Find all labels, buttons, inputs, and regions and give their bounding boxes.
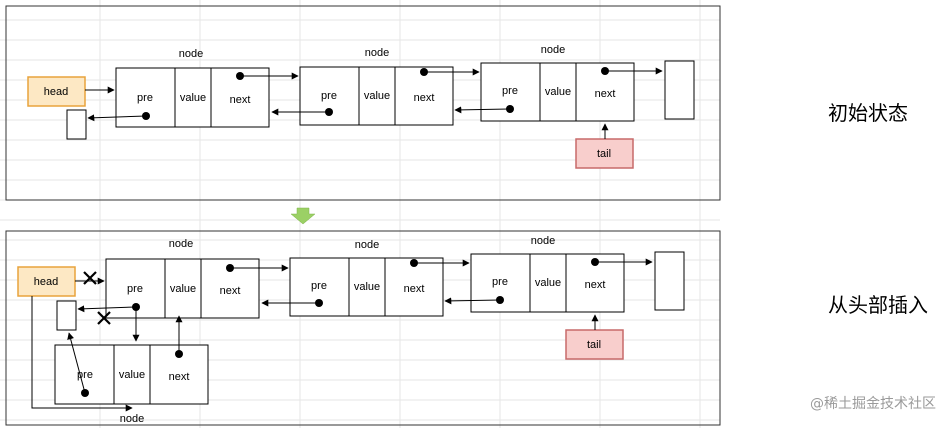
pre-arrow — [77, 305, 137, 313]
null-box-left — [66, 109, 87, 140]
next-field: next — [220, 285, 241, 297]
panel-initial-state: node node node pre value next pre value … — [5, 5, 721, 201]
watermark: @稀土掘金技术社区 — [810, 396, 936, 412]
down-arrow-icon — [290, 207, 316, 225]
tail-label: tail — [597, 148, 611, 160]
x-mark-icon — [83, 271, 97, 285]
value-field: value — [180, 92, 206, 104]
node-title: node — [355, 239, 379, 251]
list-node: pre value next — [470, 253, 625, 313]
caption-initial-state: 初始状态 — [828, 101, 908, 125]
next-field: next — [404, 283, 425, 295]
head-label: head — [34, 276, 58, 288]
next-field: next — [595, 88, 616, 100]
x-mark-icon — [97, 311, 111, 325]
next-field: next — [585, 279, 606, 291]
node-title: node — [531, 235, 555, 247]
node-title: node — [120, 413, 144, 425]
value-field: value — [535, 277, 561, 289]
node-title: node — [179, 48, 203, 60]
pre-field: pre — [311, 280, 327, 292]
pre-field: pre — [502, 85, 518, 97]
null-box-right — [664, 60, 695, 120]
new-pre-arrow — [67, 332, 86, 394]
next-field: next — [414, 92, 435, 104]
list-node: pre value next — [299, 66, 454, 126]
pre-field: pre — [137, 92, 153, 104]
node-title: node — [365, 47, 389, 59]
list-node: pre value next — [289, 257, 444, 317]
panel-head-insert: node node node pre value next pre value … — [5, 230, 721, 426]
list-node: pre value next — [480, 62, 635, 122]
list-node: pre value next — [115, 67, 270, 128]
null-box-left — [56, 300, 77, 331]
node-title: node — [169, 238, 193, 250]
pre-arrow — [454, 106, 511, 114]
pre-arrow — [444, 297, 501, 305]
value-field: value — [354, 281, 380, 293]
new-head-arrow — [31, 296, 133, 412]
pre-field: pre — [127, 283, 143, 295]
value-field: value — [119, 369, 145, 381]
tail-pointer-box — [575, 138, 634, 169]
next-field: next — [230, 94, 251, 106]
head-pointer-box — [27, 76, 86, 107]
value-field: value — [170, 283, 196, 295]
tail-label: tail — [587, 339, 601, 351]
next-field: next — [169, 371, 190, 383]
panel-frame — [5, 5, 721, 201]
head-label: head — [44, 86, 68, 98]
pre-field: pre — [321, 90, 337, 102]
panel-frame — [5, 230, 721, 426]
node-title: node — [541, 44, 565, 56]
value-field: value — [545, 86, 571, 98]
pre-arrow — [87, 114, 147, 122]
pre-field: pre — [492, 276, 508, 288]
value-field: value — [364, 90, 390, 102]
caption-head-insert: 从头部插入 — [828, 293, 928, 317]
new-list-node: pre value next — [54, 344, 209, 405]
tail-pointer-box — [565, 329, 624, 360]
null-box-right — [654, 251, 685, 311]
